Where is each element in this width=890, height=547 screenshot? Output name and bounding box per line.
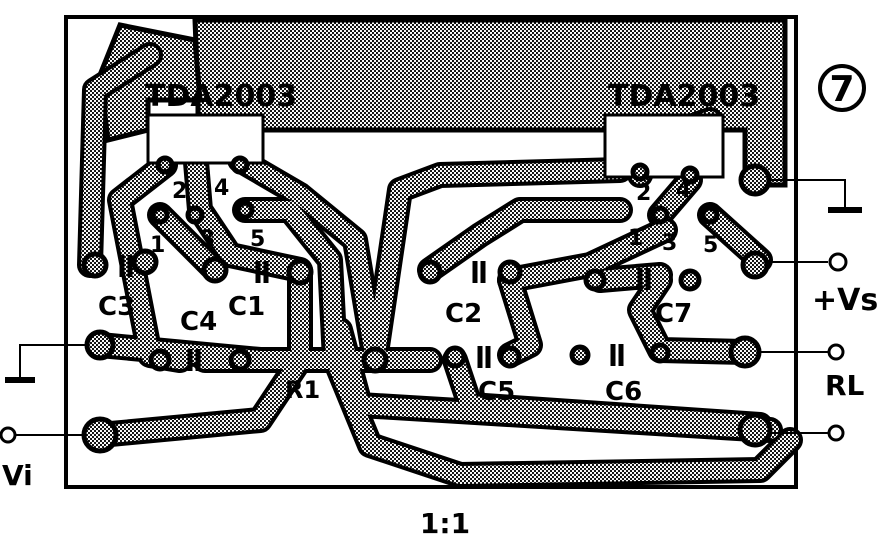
external-wiring	[5, 179, 862, 436]
label-c6: C6	[605, 377, 642, 407]
ic-right-pin-2: 2	[636, 181, 651, 206]
ic-right-pin-3: 3	[662, 231, 677, 256]
ic-right-label: TDA2003	[608, 79, 760, 114]
ic-left-pin-5: 5	[250, 227, 265, 252]
board-outline	[64, 15, 798, 489]
label-c7: C7	[655, 299, 692, 329]
rl-terminal-1	[827, 343, 845, 361]
vi-terminal	[0, 426, 17, 444]
label-c2: C2	[445, 299, 482, 329]
label-c1: C1	[228, 292, 265, 322]
label-c5: C5	[478, 377, 515, 407]
figure-number-circle	[818, 64, 866, 112]
label-c4: C4	[180, 307, 217, 337]
figure-number: 7	[829, 69, 854, 110]
ic-left-pin-1: 1	[150, 233, 165, 258]
ic-left-pin-2: 2	[172, 179, 187, 204]
ic-right-pin-5: 5	[703, 233, 718, 258]
label-c3: C3	[98, 292, 135, 322]
ic-left-label: TDA2003	[145, 79, 297, 114]
label-rl: RL	[825, 369, 865, 402]
solder-pads	[81, 155, 773, 454]
ic-right-pin-4: 4	[676, 178, 691, 203]
capacitor-symbols	[119, 255, 651, 371]
ic-left-pin-3: 3	[200, 227, 215, 252]
vs-terminal	[828, 252, 848, 272]
scale-label: 1:1	[420, 507, 470, 540]
rl-terminal-2	[827, 424, 845, 442]
ic-left-pin-4: 4	[214, 176, 229, 201]
ic-left-body	[146, 113, 265, 165]
ic-right-pin-1: 1	[628, 226, 643, 251]
label-r1: R1	[285, 376, 320, 404]
label-vs: +Vs	[812, 283, 878, 318]
ic-right-body	[603, 113, 725, 179]
label-vi: Vi	[2, 459, 33, 492]
